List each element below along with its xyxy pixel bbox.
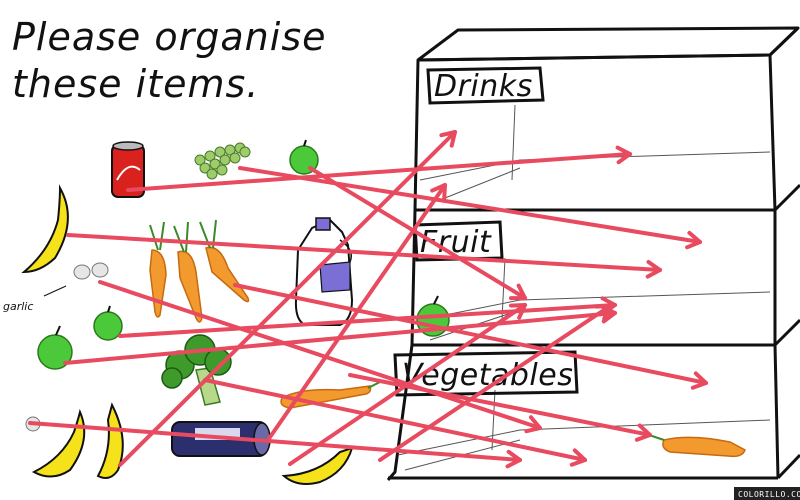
- apple-item-2: [93, 305, 123, 341]
- arrow-3: [308, 166, 527, 301]
- arrow-9: [203, 378, 587, 467]
- carrot-item-2: [173, 221, 203, 323]
- garlic-item-1: [73, 262, 109, 280]
- grapes-item: [194, 142, 251, 180]
- watermark-text: COLORILLO.COM: [738, 490, 800, 499]
- watermark: COLORILLO.COM: [734, 487, 800, 500]
- arrow-6: [233, 283, 708, 390]
- arrow-12: [266, 183, 447, 442]
- apple-item-3: [37, 325, 73, 370]
- banana-item-3: [96, 402, 124, 479]
- banana-item-2: [31, 408, 86, 478]
- banana-item-1: [21, 184, 69, 274]
- garlic-note-arrow: [43, 285, 67, 297]
- arrow-4: [66, 233, 662, 279]
- shelf-label-drinks-text: Drinks: [434, 69, 533, 104]
- carrot-item-4: [280, 381, 381, 409]
- carrot-item-3: [199, 219, 250, 303]
- broccoli-item: [161, 334, 232, 406]
- instruction-line-2: these items.: [12, 62, 259, 106]
- arrow-1: [126, 145, 632, 192]
- arrow-2: [238, 166, 702, 250]
- arrow-11: [118, 130, 457, 467]
- arrow-10: [28, 421, 522, 469]
- garlic-note: garlic: [3, 300, 33, 313]
- instruction-line-1: Please organise: [12, 15, 327, 59]
- banana-item-4: [281, 446, 354, 485]
- carrot-item-on-shelf: [639, 431, 746, 458]
- arrow-group: [28, 130, 708, 469]
- shelf-label-drinks: Drinks: [426, 66, 545, 105]
- cola-can-item: [111, 141, 145, 198]
- arrow-15: [348, 373, 652, 442]
- arrow-14: [378, 304, 612, 462]
